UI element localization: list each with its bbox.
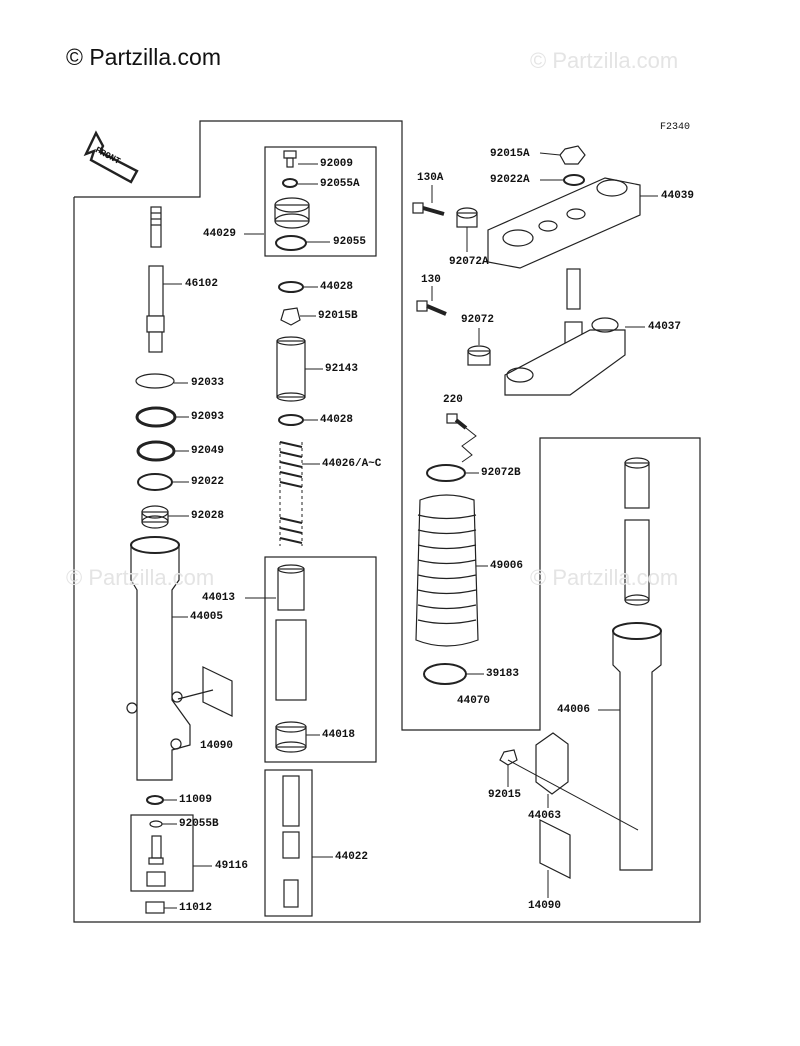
bushing-92028 [141,505,169,529]
washer-92022 [137,473,173,491]
inner-tube-44013 [275,564,307,701]
figure-code: F2340 [660,122,691,133]
boot-49006 [415,494,479,647]
bolt-130A [412,202,445,216]
diagram-frame [73,120,701,923]
part-label: 92033 [191,377,225,389]
clamp-39183 [423,663,467,685]
part-label: 44063 [528,810,562,822]
part-label: 11009 [179,794,213,806]
bolt-130 [416,300,447,316]
valve-49116 [146,835,166,887]
watermark-top-right: © Partzilla.com [530,48,679,73]
part-label: 49006 [490,560,524,572]
o-ring-92055A [282,178,298,188]
seal-92049 [136,440,176,462]
o-ring-92055 [275,235,307,251]
part-label: 92049 [191,445,225,457]
nut-92015B [280,307,301,326]
part-label: 92143 [325,363,359,375]
part-label: 44028 [320,281,354,293]
watermark-middle-left: © Partzilla.com [66,565,215,590]
clamp-92072A [456,207,478,228]
circlip-92033 [135,373,175,389]
bracket-44063 [535,732,569,795]
part-label: 92028 [191,510,225,522]
part-label: 44037 [648,321,682,333]
part-label: 44026/A~C [322,458,382,470]
part-label: 92072B [481,467,521,479]
part-label: 44029 [203,228,237,240]
part-label: 220 [443,394,463,406]
bolt-220 [446,413,468,430]
part-label: 14090 [528,900,562,912]
part-label: 92072 [461,314,495,326]
leader-lines [162,152,658,909]
part-label: 92072A [449,256,489,268]
part-label: 44006 [557,704,591,716]
part-label: 92055B [179,818,219,830]
washer-44028-lower [278,414,304,426]
part-label: 44018 [322,729,356,741]
part-label: 39183 [486,668,520,680]
part-label: 46102 [185,278,219,290]
part-label: 44070 [457,695,491,707]
fork-damper-rod-46102 [146,206,165,353]
nut-92015A [559,145,586,165]
part-label: 92022 [191,476,225,488]
part-label: 92055A [320,178,360,190]
clamp-92072 [467,345,491,366]
inner-tube-upper [624,457,650,606]
cylinder-44022 [282,775,300,908]
label-plate-14090 [202,666,233,717]
bushing-44018 [275,721,307,753]
part-label: 92015A [490,148,530,160]
part-label: 49116 [215,860,249,872]
label-plate-14090-right [539,819,571,879]
part-label: 44039 [661,190,695,202]
bolt-11012 [145,901,165,914]
front-arrow-icon [83,130,139,184]
stem-44037 [504,268,626,396]
part-label: 11012 [179,902,213,914]
part-label: 92055 [333,236,367,248]
upper-clamp-44039 [487,177,641,269]
watermark-middle-right: © Partzilla.com [530,565,679,590]
gasket-11009 [146,795,164,805]
part-label: 14090 [200,740,234,752]
part-label: 44013 [202,592,236,604]
o-ring-92055B [149,820,163,828]
part-label: 130 [421,274,441,286]
seal-92093 [135,406,177,428]
part-label: 92093 [191,411,225,423]
clamp-92072B [426,464,466,482]
part-label: 92015 [488,789,522,801]
spacer-92143 [276,336,306,402]
bolt-92009 [283,150,297,168]
part-label: 92009 [320,158,354,170]
outer-tube-44005 [126,536,191,781]
part-label: 92022A [490,174,530,186]
spring-44026 [279,441,303,546]
nut-92015 [499,749,518,766]
part-label: 92015B [318,310,358,322]
outer-tube-44006 [612,622,662,871]
part-label: 44028 [320,414,354,426]
washer-44028-upper [278,281,304,293]
watermark-main: © Partzilla.com [66,44,221,70]
part-label: 44005 [190,611,224,623]
part-label: 44022 [335,851,369,863]
washer-92022A [563,174,585,186]
part-label: 130A [417,172,444,184]
cap-44029 [274,197,310,229]
